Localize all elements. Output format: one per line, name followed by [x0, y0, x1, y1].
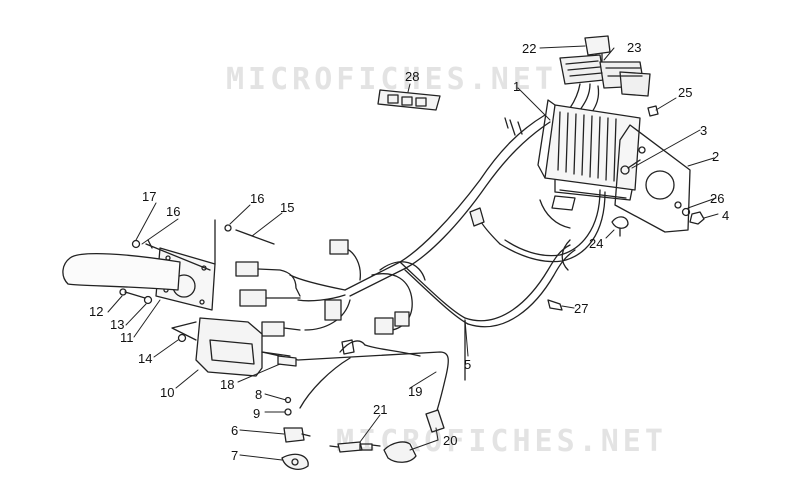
- callout-4: 4: [722, 208, 730, 223]
- callout-27: 27: [574, 301, 589, 316]
- part-18-ht-lead: [261, 339, 449, 426]
- leader-lines: [107, 45, 719, 461]
- part-26-washer: [681, 207, 691, 217]
- part-14-screw: [177, 333, 187, 343]
- part-24-grommet: [611, 216, 629, 237]
- callout-2: 2: [712, 149, 720, 164]
- callout-28: 28: [405, 69, 420, 84]
- part-21-spark-plug: [329, 441, 381, 453]
- callout-3: 3: [700, 123, 708, 138]
- callout-25: 25: [678, 85, 693, 100]
- callout-18: 18: [220, 377, 235, 392]
- harness-branch-5: [399, 244, 576, 381]
- callout-10: 10: [160, 385, 175, 400]
- part-13-washer: [143, 295, 153, 305]
- part-7-base: [281, 453, 309, 470]
- main-wiring-harness: [344, 114, 606, 297]
- part-16-bolt-left: [145, 239, 211, 271]
- callout-12: 12: [89, 304, 104, 319]
- callout-22: 22: [522, 41, 537, 56]
- callout-11: 11: [120, 330, 134, 345]
- callout-19: 19: [408, 384, 423, 399]
- part-20-plug-cap: [383, 409, 445, 463]
- callout-21: 21: [373, 402, 388, 417]
- rubber-cover: [62, 219, 216, 291]
- callout-26: 26: [710, 191, 725, 206]
- part-17-washer: [131, 239, 141, 249]
- callout-15: 15: [280, 200, 295, 215]
- part-10-ignition-coil: [171, 317, 291, 377]
- part-12-screw: [119, 288, 146, 299]
- part-23-connector-cluster: [559, 54, 651, 113]
- part-28-connector-block: [377, 89, 441, 111]
- callout-24: 24: [589, 236, 604, 251]
- part-3-screw: [620, 159, 641, 175]
- callout-6: 6: [231, 423, 239, 438]
- callout-9: 9: [253, 406, 261, 421]
- part-1-control-unit: [537, 99, 641, 201]
- callout-5: 5: [464, 357, 472, 372]
- connector-fanout: [235, 239, 426, 337]
- callout-13: 13: [110, 317, 125, 332]
- callout-16-left: 16: [166, 204, 181, 219]
- callout-7: 7: [231, 448, 239, 463]
- part-2-bracket: [614, 124, 691, 233]
- part-16-bolt-right: [224, 224, 275, 245]
- callout-23: 23: [627, 40, 642, 55]
- part-6-sensor: [283, 396, 311, 443]
- part-25-clip: [647, 105, 659, 117]
- callout-17: 17: [142, 189, 157, 204]
- callout-1: 1: [513, 79, 521, 94]
- callout-14: 14: [138, 351, 153, 366]
- callout-20: 20: [443, 433, 458, 448]
- part-4-nut: [689, 211, 705, 225]
- callout-8: 8: [255, 387, 263, 402]
- callout-16-right: 16: [250, 191, 265, 206]
